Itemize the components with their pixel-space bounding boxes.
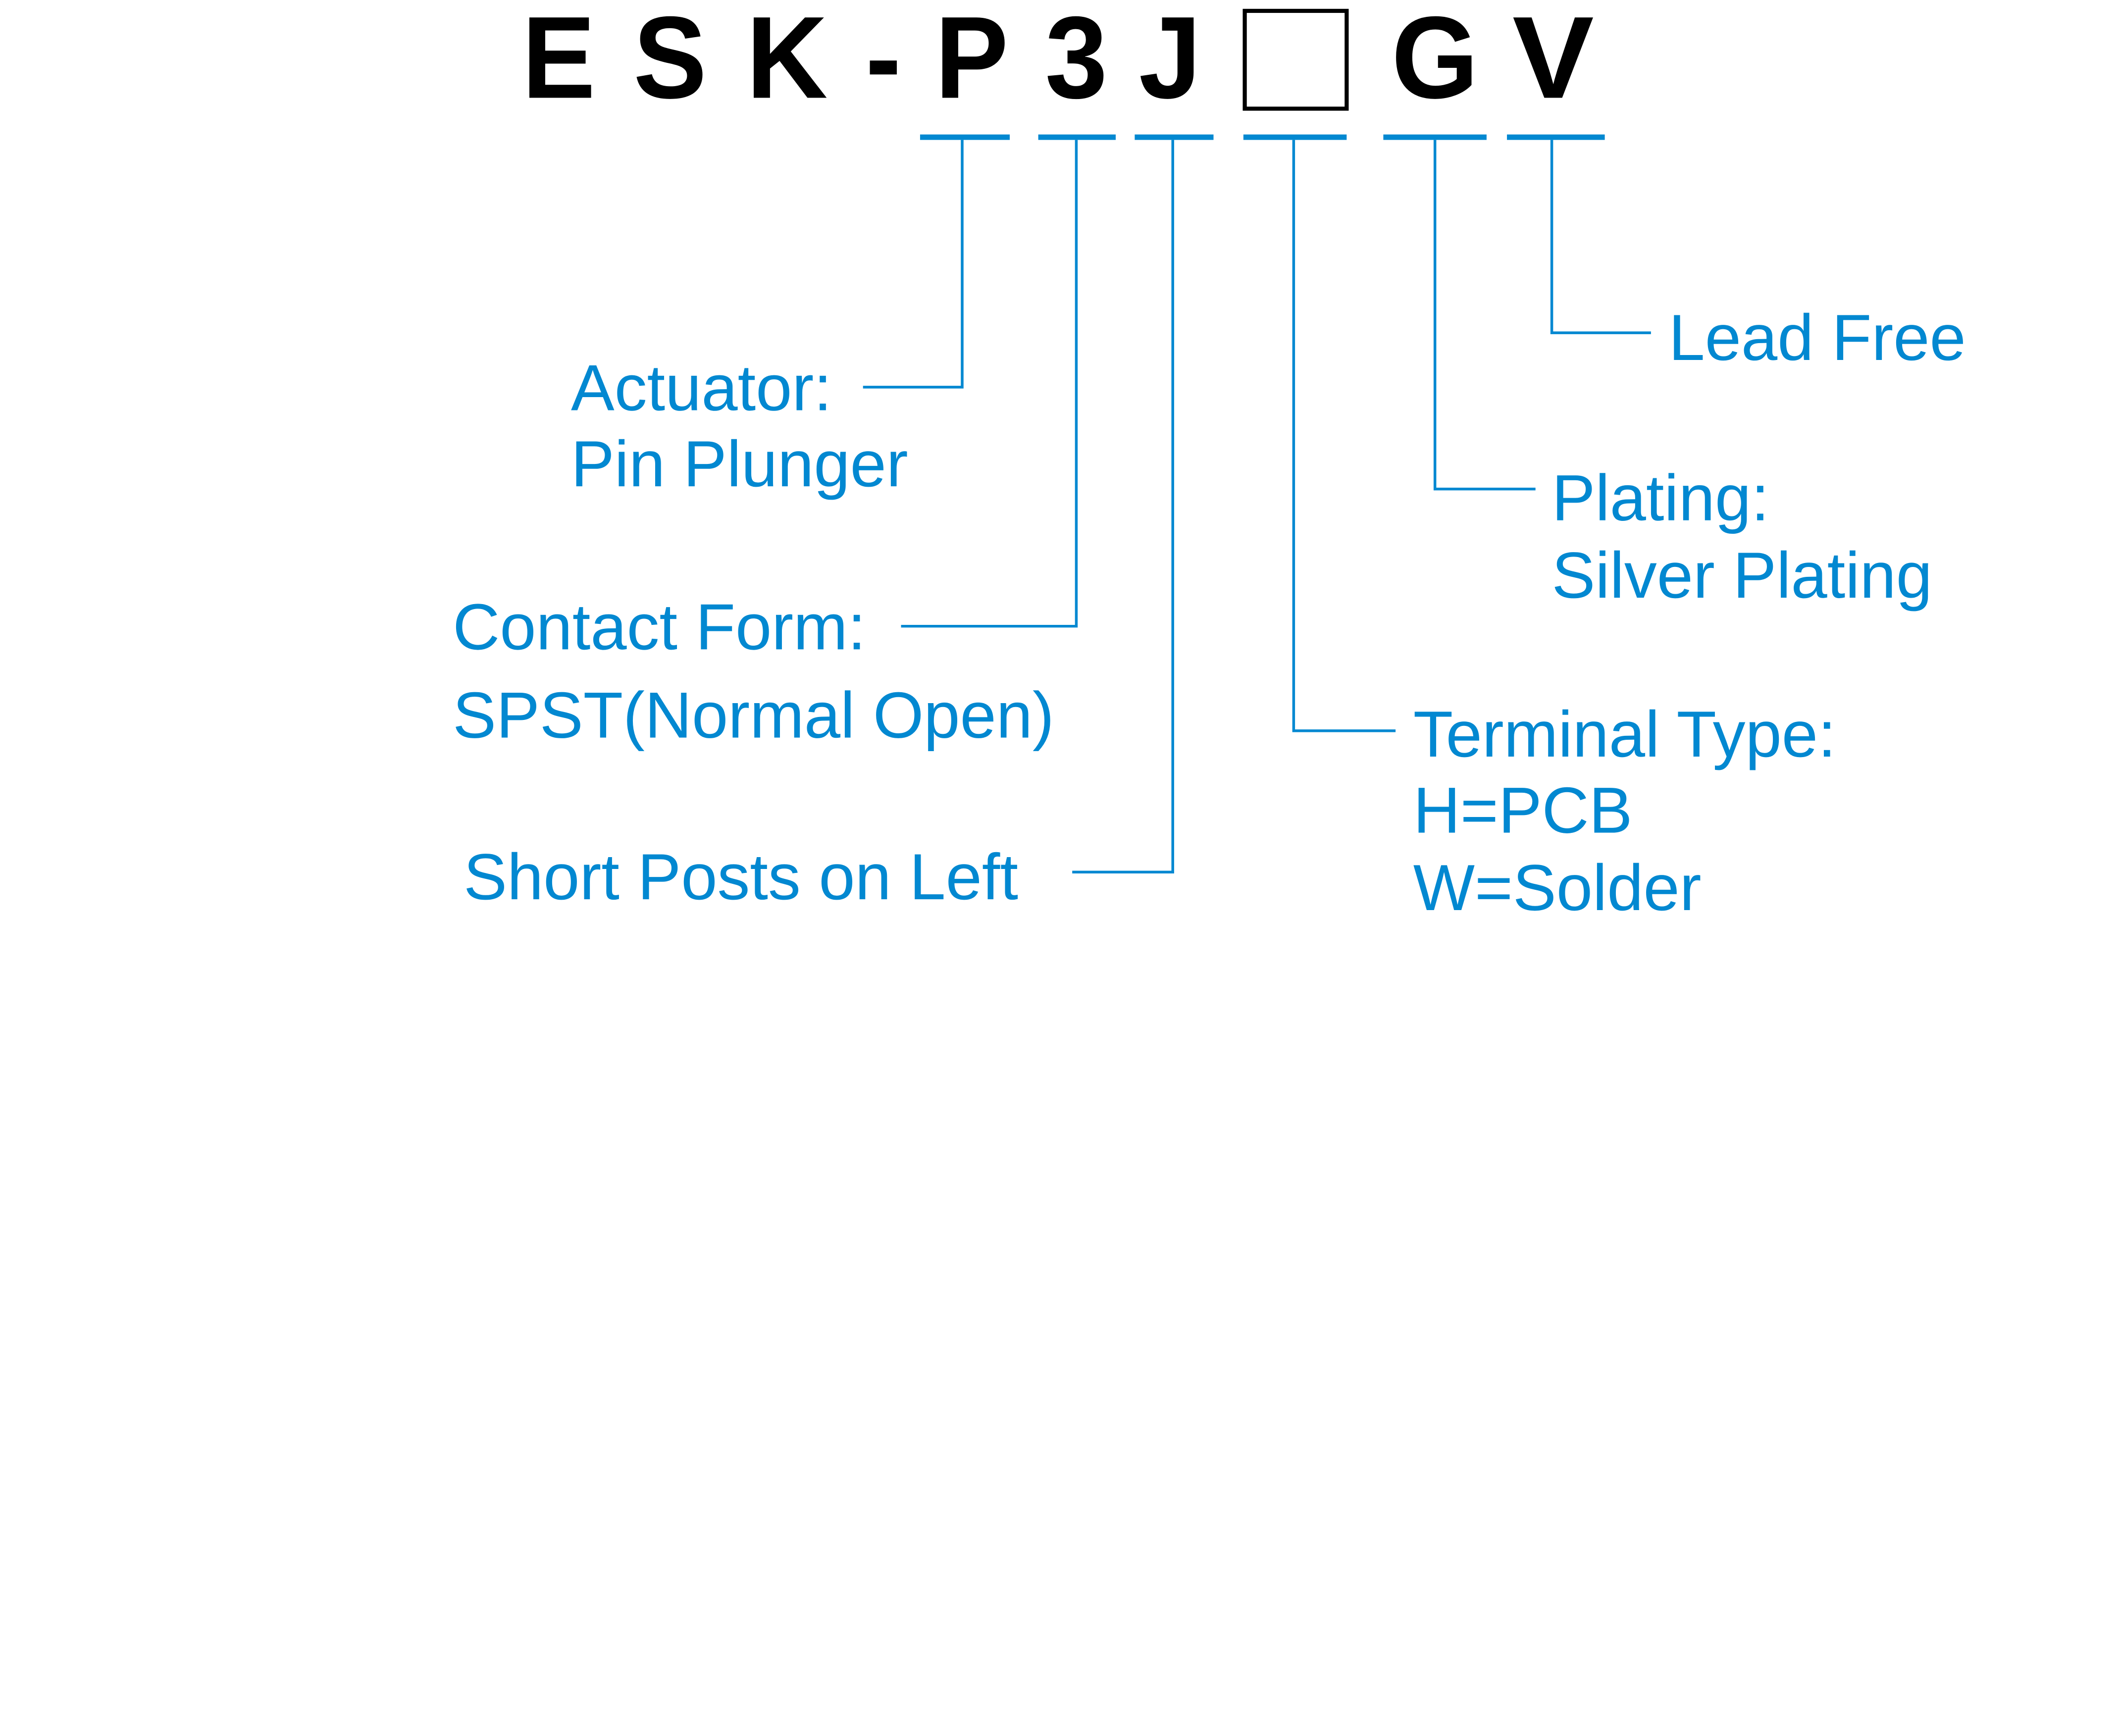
code-letter-g: G	[1392, 0, 1479, 123]
leader-posts	[1072, 140, 1174, 873]
leader-plating	[1433, 140, 1536, 491]
leader-terminal	[1292, 140, 1396, 732]
underline-3	[1038, 134, 1116, 140]
contact-form-value: SPST(Normal Open)	[453, 679, 1054, 752]
part-number-code: E S K - P 3 J G V	[522, 0, 1594, 123]
leader-lines	[863, 140, 1651, 873]
lead-free-label: Lead Free	[1669, 301, 1966, 374]
leader-lead-free	[1550, 140, 1651, 334]
leader-actuator	[863, 140, 964, 389]
underline-j	[1135, 134, 1214, 140]
posts-label: Short Posts on Left	[464, 840, 1018, 913]
plating-value: Silver Plating	[1552, 539, 1932, 612]
actuator-title: Actuator:	[571, 351, 832, 424]
terminal-type-w: W=Solder	[1413, 851, 1702, 924]
contact-form-title: Contact Form:	[453, 590, 866, 663]
code-letter-j: J	[1139, 0, 1201, 123]
labels: Actuator: Pin Plunger Contact Form: SPST…	[453, 301, 1966, 924]
terminal-placeholder-box	[1242, 8, 1349, 111]
underline-p	[920, 134, 1010, 140]
plating-title: Plating:	[1552, 461, 1769, 534]
code-digit-3: 3	[1045, 0, 1107, 123]
underline-g	[1383, 134, 1487, 140]
terminal-type-h: H=PCB	[1413, 774, 1633, 847]
underlines	[920, 134, 1605, 140]
underline-box	[1243, 134, 1347, 140]
code-letter-e: E	[522, 0, 595, 123]
actuator-value: Pin Plunger	[571, 427, 908, 500]
code-letter-v: V	[1512, 0, 1594, 123]
underline-v	[1507, 134, 1605, 140]
leader-contact	[901, 140, 1078, 628]
code-letter-p: P	[935, 0, 1008, 123]
code-dash: -	[866, 0, 901, 123]
terminal-type-title: Terminal Type:	[1413, 698, 1836, 770]
code-letter-k: K	[746, 0, 828, 123]
code-letter-s: S	[633, 0, 707, 123]
